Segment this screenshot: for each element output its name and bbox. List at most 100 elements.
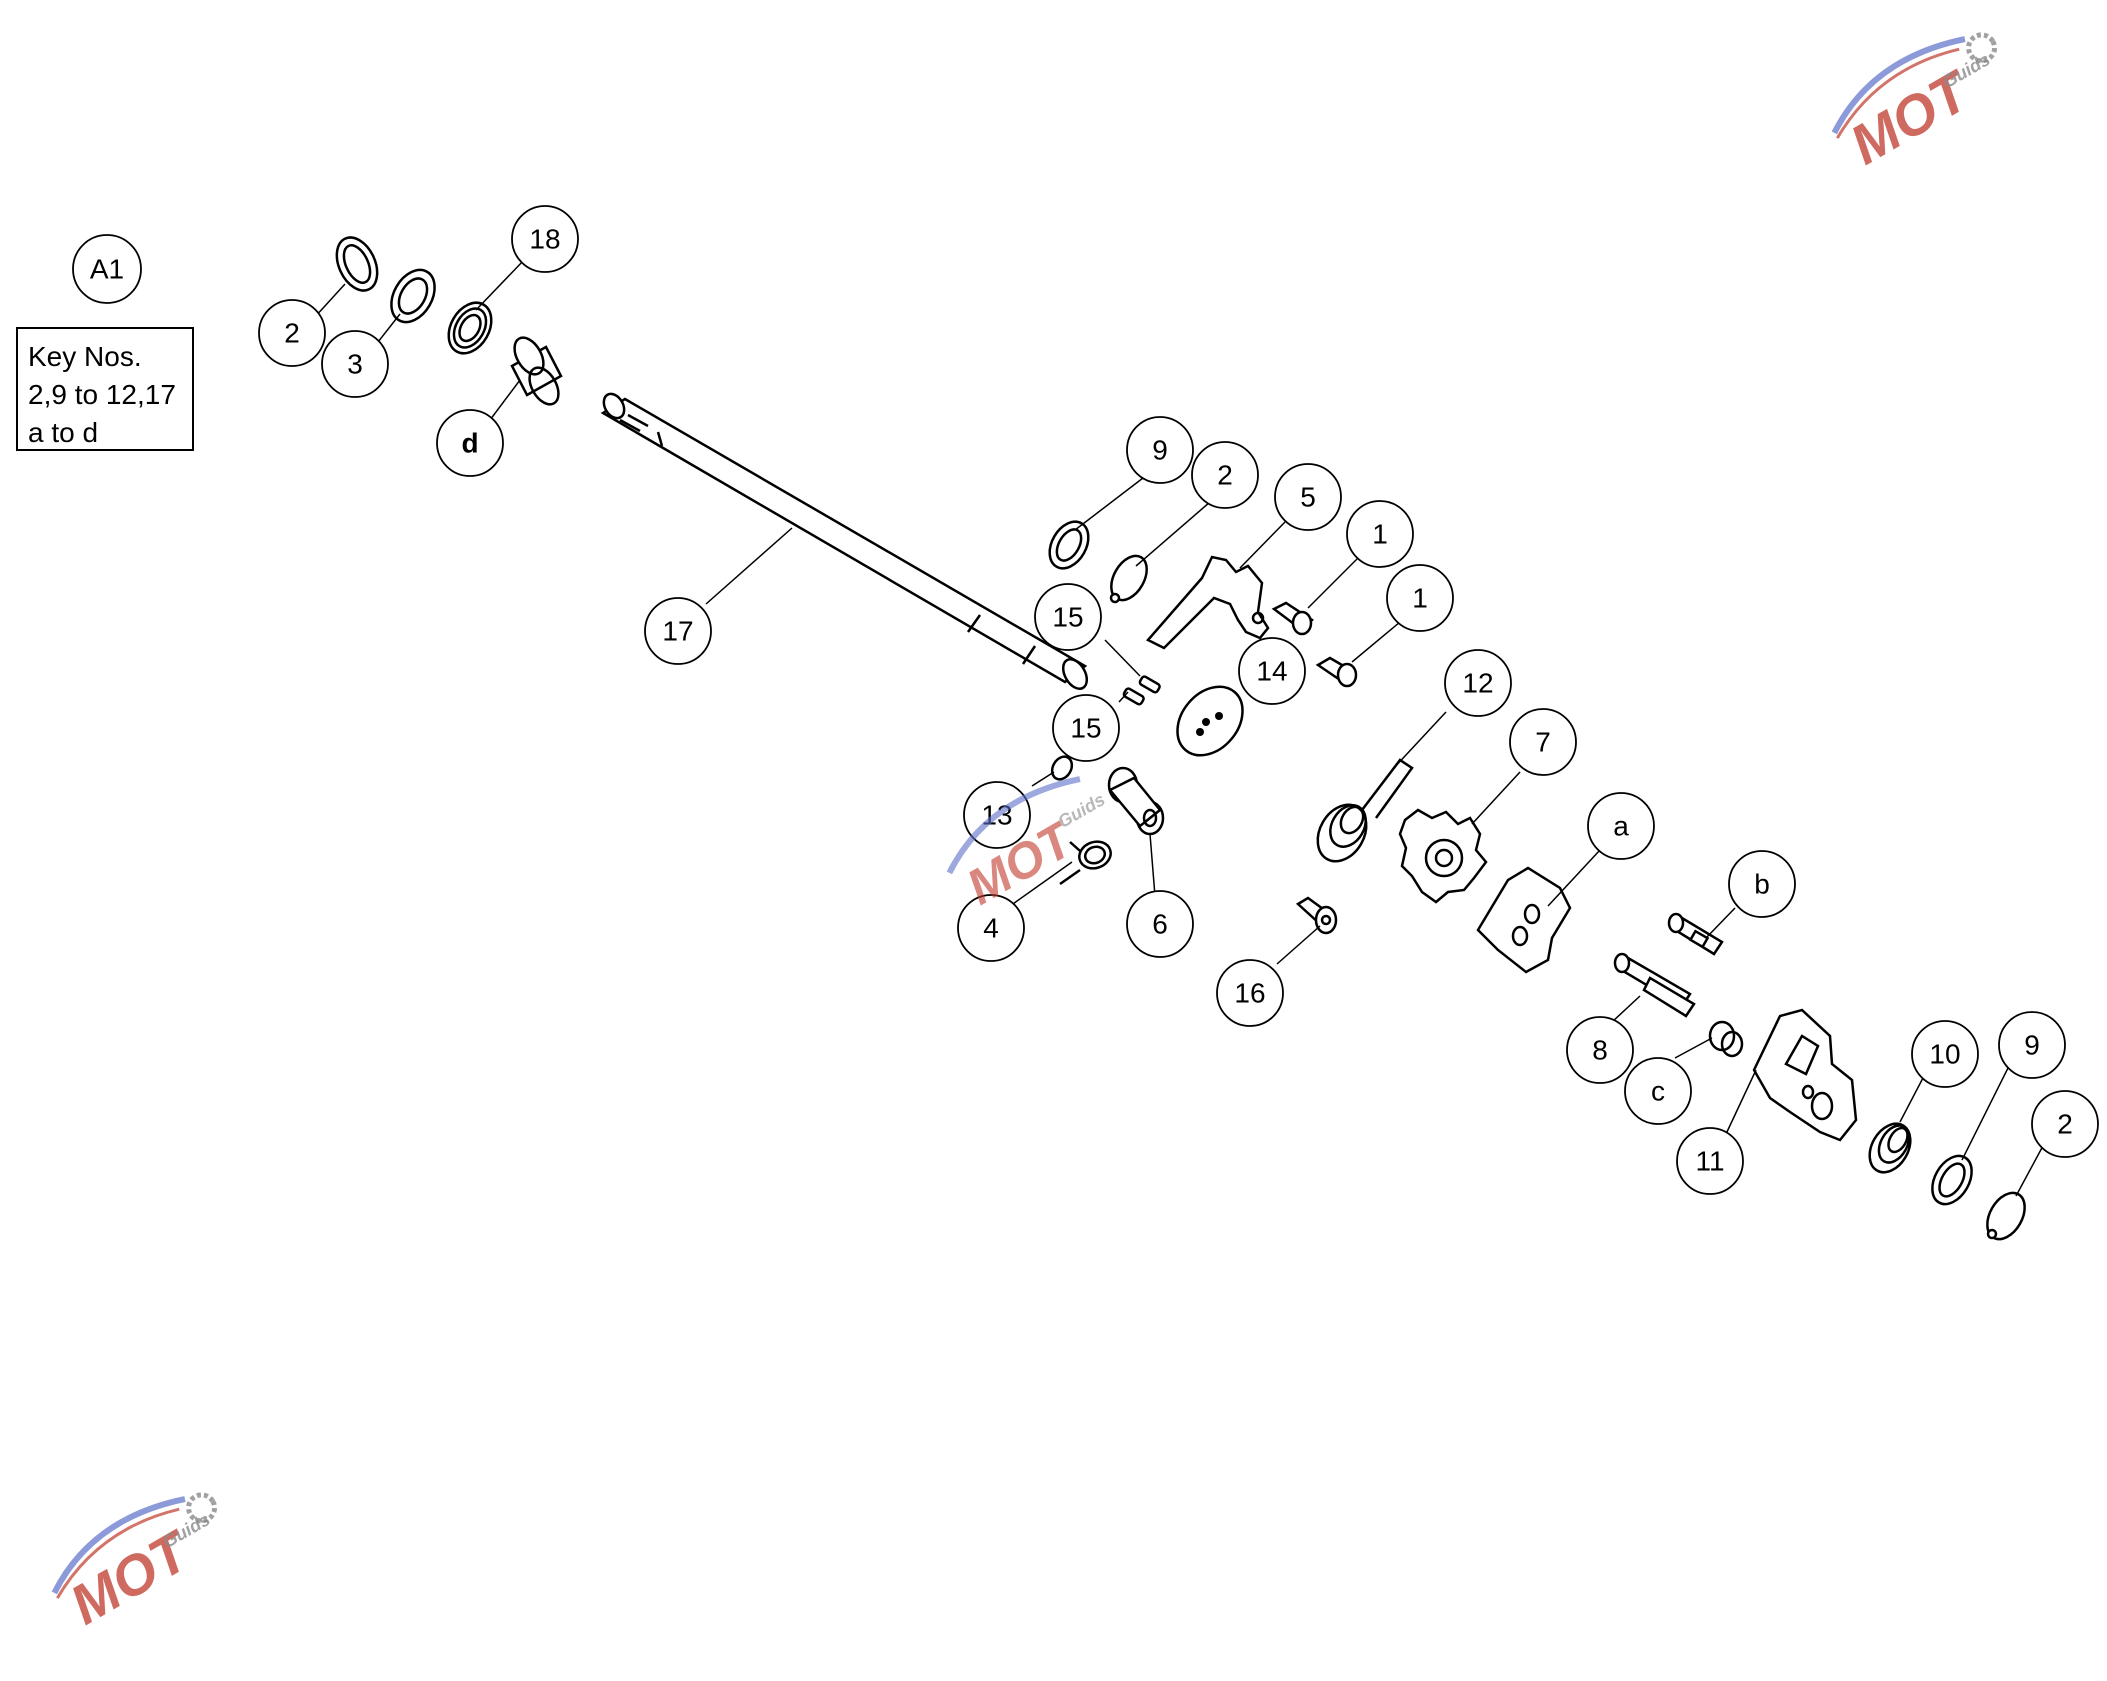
- callout-label: c: [1651, 1076, 1665, 1107]
- svg-text:Guids: Guids: [1939, 49, 1993, 92]
- watermark-logo: MOT Guids: [51, 1492, 218, 1636]
- callout-label: 5: [1300, 482, 1316, 513]
- callout-2a: 2: [258, 299, 326, 367]
- pin-part: [1667, 912, 1724, 956]
- callout-label: 9: [1152, 435, 1168, 466]
- callout-1a: 1: [1346, 500, 1414, 568]
- callout-label: 9: [2024, 1030, 2040, 1061]
- pin-part: [1613, 952, 1696, 1018]
- callout-5: 5: [1274, 463, 1342, 531]
- key-numbers-box: Key Nos. 2,9 to 12,17 a to d: [16, 327, 194, 451]
- callout-15b: 15: [1052, 694, 1120, 762]
- callout-label: 15: [1052, 602, 1083, 633]
- callout-label: 8: [1592, 1035, 1608, 1066]
- callout-circle: [1126, 890, 1194, 958]
- pin-part: [1122, 675, 1161, 706]
- callout-label: 7: [1535, 727, 1551, 758]
- svg-text:Guids: Guids: [1054, 789, 1108, 832]
- shift-shaft-part: [600, 392, 1089, 690]
- callout-circle: [1728, 850, 1796, 918]
- callout-label: 16: [1234, 978, 1265, 1009]
- circlip-part: [1109, 554, 1148, 604]
- spring-part: [1868, 1122, 1912, 1174]
- callout-label: 2: [2057, 1109, 2073, 1140]
- callout-d: d: [436, 409, 504, 477]
- svg-text:Guids: Guids: [159, 1509, 213, 1552]
- callout-2c: 2: [2031, 1090, 2099, 1158]
- callout-label: 2: [1217, 460, 1233, 491]
- callout-circle: [1624, 1057, 1692, 1125]
- callout-circle: [1444, 649, 1512, 717]
- callout-circle: [957, 894, 1025, 962]
- callout-circle: [321, 330, 389, 398]
- callout-circle: [1676, 1127, 1744, 1195]
- plate-part: [1176, 685, 1244, 757]
- callout-circle: [1911, 1020, 1979, 1088]
- callout-circle: [1587, 792, 1655, 860]
- callout-c: c: [1624, 1057, 1692, 1125]
- callout-circle: [1346, 500, 1414, 568]
- callout-label: d: [461, 428, 478, 459]
- callout-label: 6: [1152, 909, 1168, 940]
- callout-circle: [1216, 959, 1284, 1027]
- callout-label: 15: [1070, 713, 1101, 744]
- callout-circle: [1509, 708, 1577, 776]
- shift-lever-part: [1145, 555, 1270, 650]
- guide-plate-part: [1752, 1008, 1858, 1142]
- washer-part: [390, 268, 436, 324]
- callout-a: a: [1587, 792, 1655, 860]
- bolt-part: [1295, 896, 1338, 935]
- callout-circle: [436, 409, 504, 477]
- callout-circle: [1998, 1011, 2066, 1079]
- bush-part: [1708, 1020, 1744, 1058]
- callout-circle: [511, 205, 579, 273]
- circlip-part: [1986, 1191, 2026, 1241]
- bolt-part: [1315, 656, 1358, 688]
- callout-b: b: [1728, 850, 1796, 918]
- callout-circle: [1034, 583, 1102, 651]
- assembly-label-a1: A1: [72, 234, 142, 304]
- callout-label: a: [1613, 811, 1629, 842]
- callout-label: 1: [1372, 519, 1388, 550]
- callout-6: 6: [1126, 890, 1194, 958]
- callout-circle: [1238, 637, 1306, 705]
- bushing-part: [510, 336, 563, 406]
- callout-2b: 2: [1191, 441, 1259, 509]
- callout-3: 3: [321, 330, 389, 398]
- spring-part: [1059, 840, 1112, 886]
- callout-8: 8: [1566, 1016, 1634, 1084]
- roller-part: [1107, 766, 1165, 836]
- callout-label: 11: [1695, 1146, 1724, 1177]
- svg-text:A1: A1: [90, 254, 124, 285]
- shift-drum-part: [1398, 808, 1488, 904]
- callout-label: 18: [529, 224, 560, 255]
- callout-4: 4: [957, 894, 1025, 962]
- callout-label: b: [1754, 869, 1770, 900]
- small-washer-part: [1050, 755, 1074, 781]
- callout-9b: 9: [1998, 1011, 2066, 1079]
- callout-17: 17: [644, 597, 712, 665]
- callout-9a: 9: [1126, 416, 1194, 484]
- callout-label: 17: [662, 616, 693, 647]
- washer-part: [1931, 1154, 1973, 1206]
- callout-label: 3: [347, 349, 363, 380]
- callout-circle: [1126, 416, 1194, 484]
- torsion-spring-part: [1316, 758, 1414, 863]
- callout-label: 14: [1256, 656, 1287, 687]
- callout-12: 12: [1444, 649, 1512, 717]
- callout-10: 10: [1911, 1020, 1979, 1088]
- leader-lines: [313, 259, 2045, 1197]
- callout-16: 16: [1216, 959, 1284, 1027]
- bolt-part: [1271, 601, 1314, 636]
- callout-7: 7: [1509, 708, 1577, 776]
- oil-seal-part: [447, 301, 493, 355]
- plate-part: [1476, 866, 1572, 974]
- callout-label: 4: [983, 913, 999, 944]
- callout-11: 11: [1676, 1127, 1744, 1195]
- key-box-line: Key Nos.: [28, 341, 142, 372]
- washer-part: [1048, 520, 1090, 570]
- callout-circle: [2031, 1090, 2099, 1158]
- circlip-part: [335, 236, 379, 292]
- callout-label: 10: [1929, 1039, 1960, 1070]
